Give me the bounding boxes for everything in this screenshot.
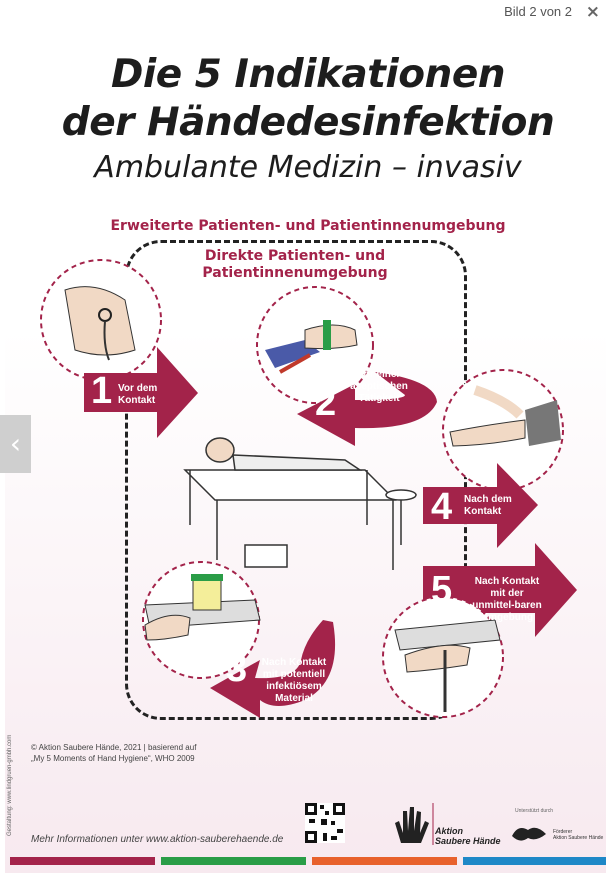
- aktion-logo-line2: Saubere Hände: [435, 836, 501, 846]
- sponsor-logo-icon: [512, 827, 546, 841]
- arrow-3: [210, 620, 336, 718]
- aktion-logo-line1: Aktion: [435, 826, 463, 836]
- arrow-2: [297, 372, 437, 446]
- outer-zone-label: Erweiterte Patienten- und Patientinnenum…: [110, 218, 506, 234]
- more-info-text: Mehr Informationen unter www.aktion-saub…: [31, 834, 284, 845]
- poster: Die 5 Indikationen der Händedesinfektion…: [5, 0, 606, 873]
- scene-2-illustration: [256, 286, 374, 404]
- close-icon[interactable]: ×: [585, 2, 600, 22]
- indication-4-text: Nach dem Kontakt: [464, 494, 512, 517]
- color-bar-blue: [463, 857, 606, 865]
- exam-table-illustration: [183, 437, 417, 570]
- color-bar-orange: [312, 857, 457, 865]
- sponsor-line2: Aktion Saubere Hände: [553, 835, 604, 841]
- chevron-left-icon: ‹: [9, 427, 22, 460]
- indication-2-text: Vor einer aseptischen Tätigkeit: [350, 369, 408, 404]
- arrow-1: [84, 347, 198, 438]
- copyright-credit: © Aktion Saubere Hände, 2021 | basierend…: [31, 742, 196, 764]
- color-bar-red: [10, 857, 155, 865]
- hand-logo-icon: [395, 803, 434, 845]
- poster-title-line2: der Händedesinfektion: [61, 100, 555, 145]
- inner-zone-label: Direkte Patienten- und Patientinnenumgeb…: [202, 248, 388, 281]
- arrow-4: [423, 463, 538, 548]
- qr-code-icon: [305, 803, 345, 843]
- indication-1-text: Vor dem Kontakt: [118, 383, 158, 406]
- scene-3-illustration: [142, 561, 261, 679]
- credit-line2: „My 5 Moments of Hand Hygiene“, WHO 2009: [31, 754, 195, 763]
- indication-2-number: 2: [315, 382, 337, 424]
- illustration: [40, 259, 577, 845]
- scene-4-illustration: [442, 369, 564, 491]
- poster-title-line1: Die 5 Indikationen: [110, 52, 506, 97]
- poster-subtitle: Ambulante Medizin – invasiv: [94, 150, 522, 185]
- indication-3-number: 3: [226, 648, 248, 690]
- scene-5-illustration: [382, 596, 504, 718]
- indication-4-number: 4: [431, 486, 453, 528]
- indication-3-text: Nach Kontakt mit potentiell infektiösem …: [261, 657, 327, 704]
- sponsor-line1: Förderer: [553, 829, 573, 835]
- scene-1-illustration: [40, 259, 162, 381]
- indication-5-text: Nach Kontakt mit der unmittel-baren Umge…: [472, 576, 542, 623]
- indication-1-number: 1: [91, 370, 113, 412]
- previous-image-button[interactable]: ‹: [0, 415, 31, 473]
- aktion-logo-text: Aktion Saubere Hände: [435, 826, 501, 846]
- color-bar-green: [161, 857, 306, 865]
- indication-5-number: 5: [431, 569, 453, 611]
- inner-zone-border: [125, 240, 467, 720]
- credit-line1: © Aktion Saubere Hände, 2021 | basierend…: [31, 743, 197, 752]
- design-credit: Gestaltung: www.lindgruen-gmbh.com: [7, 734, 13, 836]
- color-bars: [10, 857, 606, 865]
- sponsor-text: Förderer Aktion Saubere Hände: [553, 829, 603, 841]
- supported-by-label: Unterstützt durch: [515, 808, 554, 814]
- arrow-5: [423, 543, 577, 637]
- image-pager: Bild 2 von 2: [504, 4, 572, 19]
